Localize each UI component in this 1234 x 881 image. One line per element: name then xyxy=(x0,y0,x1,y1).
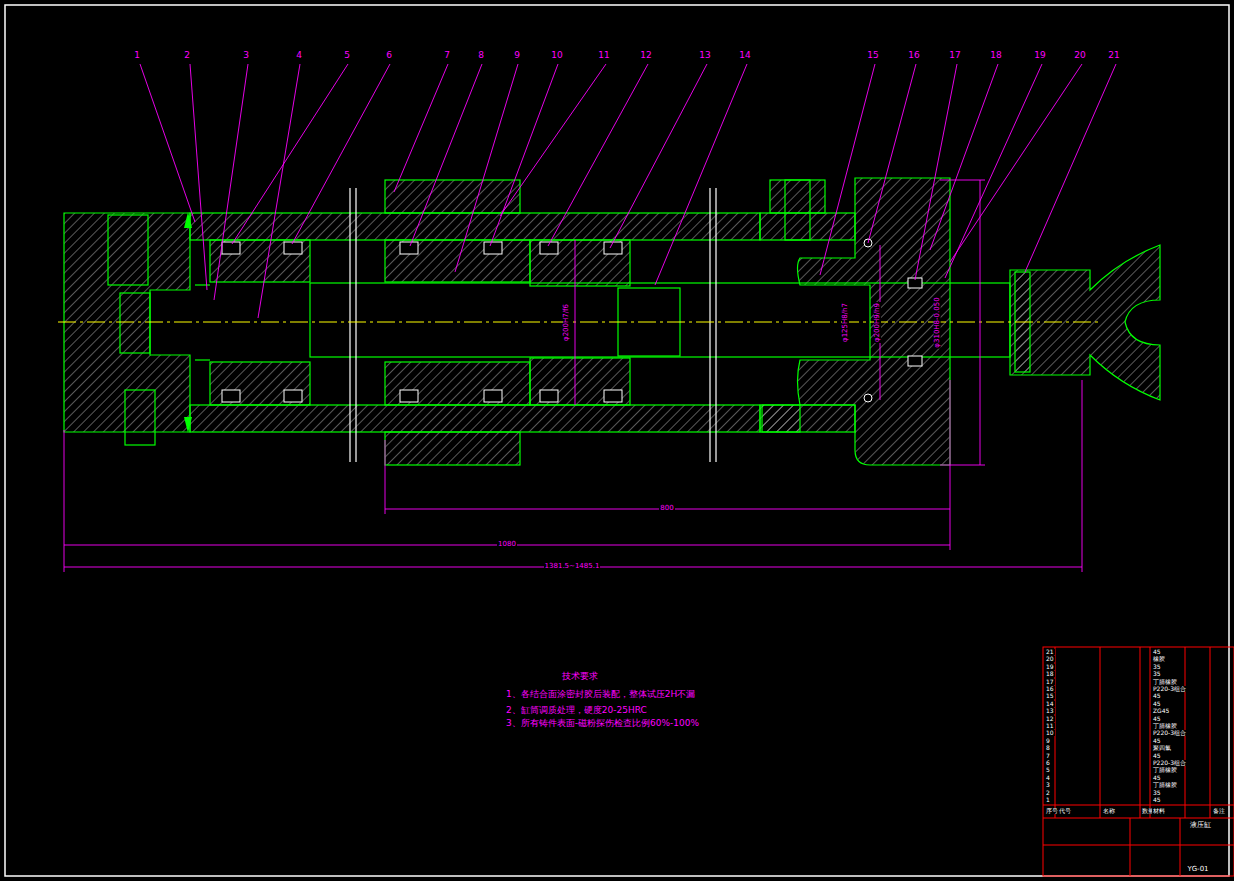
table-cell: 3 xyxy=(1045,782,1051,788)
table-cell: P220-3组合 xyxy=(1152,686,1187,692)
dimension-text: φ200H7/f6 xyxy=(562,303,569,342)
table-cell: 45 xyxy=(1152,753,1162,759)
table-cell: 45 xyxy=(1152,738,1162,744)
table-header: 备注 xyxy=(1212,808,1226,814)
table-cell: 1 xyxy=(1045,797,1051,803)
table-cell: 5 xyxy=(1045,767,1051,773)
table-cell: 18 xyxy=(1045,671,1055,677)
table-cell: P220-3组合 xyxy=(1152,760,1187,766)
callout-number: 16 xyxy=(907,51,920,60)
table-cell: 2 xyxy=(1045,790,1051,796)
title-block-text: YG-01 xyxy=(1186,866,1209,873)
callout-number: 14 xyxy=(738,51,751,60)
callout-number: 12 xyxy=(639,51,652,60)
table-cell: 丁腈橡胶 xyxy=(1152,723,1178,729)
callout-number: 10 xyxy=(550,51,563,60)
dimension-text: φ310H8-0.050 xyxy=(933,296,940,348)
table-cell: 45 xyxy=(1152,693,1162,699)
note-text: 1、各结合面涂密封胶后装配，整体试压2H不漏 xyxy=(505,690,696,699)
table-cell: 8 xyxy=(1045,745,1051,751)
callout-number: 7 xyxy=(443,51,451,60)
table-cell: 丁腈橡胶 xyxy=(1152,782,1178,788)
table-header: 代号 xyxy=(1058,808,1072,814)
callout-number: 13 xyxy=(698,51,711,60)
table-cell: 4 xyxy=(1045,775,1051,781)
callout-number: 19 xyxy=(1033,51,1046,60)
callout-number: 3 xyxy=(242,51,250,60)
callout-number: 2 xyxy=(183,51,191,60)
callout-number: 21 xyxy=(1107,51,1120,60)
table-cell: 12 xyxy=(1045,716,1055,722)
table-cell: 6 xyxy=(1045,760,1051,766)
table-cell: 16 xyxy=(1045,686,1055,692)
table-cell: 20 xyxy=(1045,656,1055,662)
table-cell: 45 xyxy=(1152,701,1162,707)
table-cell: 45 xyxy=(1152,716,1162,722)
callout-number: 6 xyxy=(385,51,393,60)
table-cell: 11 xyxy=(1045,723,1055,729)
table-cell: 35 xyxy=(1152,664,1162,670)
table-cell: 10 xyxy=(1045,730,1055,736)
callout-number: 4 xyxy=(295,51,303,60)
note-text: 技术要求 xyxy=(561,672,599,681)
callout-number: 17 xyxy=(948,51,961,60)
callout-number: 9 xyxy=(513,51,521,60)
table-cell: 17 xyxy=(1045,679,1055,685)
table-cell: 21 xyxy=(1045,649,1055,655)
table-cell: 45 xyxy=(1152,775,1162,781)
table-cell: 14 xyxy=(1045,701,1055,707)
table-cell: 45 xyxy=(1152,797,1162,803)
table-header: 材料 xyxy=(1152,808,1166,814)
table-cell: 橡胶 xyxy=(1152,656,1166,662)
table-cell: 9 xyxy=(1045,738,1051,744)
table-cell: P220-3组合 xyxy=(1152,730,1187,736)
callout-number: 15 xyxy=(866,51,879,60)
title-block-text: 液压缸 xyxy=(1189,822,1212,829)
callout-number: 20 xyxy=(1073,51,1086,60)
table-header: 名称 xyxy=(1102,808,1116,814)
dimension-text: 1381.5~1485.1 xyxy=(544,563,601,570)
table-cell: 35 xyxy=(1152,790,1162,796)
table-header: 序号 xyxy=(1045,808,1059,814)
callout-number: 8 xyxy=(477,51,485,60)
callout-number: 18 xyxy=(989,51,1002,60)
table-cell: 13 xyxy=(1045,708,1055,714)
callout-number: 5 xyxy=(343,51,351,60)
table-cell: 15 xyxy=(1045,693,1055,699)
table-cell: 聚四氟 xyxy=(1152,745,1172,751)
callout-number: 11 xyxy=(597,51,610,60)
dimension-text: φ125H8/h7 xyxy=(841,302,848,343)
table-cell: 35 xyxy=(1152,671,1162,677)
table-cell: 7 xyxy=(1045,753,1051,759)
note-text: 2、缸筒调质处理，硬度20-25HRC xyxy=(505,706,648,715)
note-text: 3、所有铸件表面-磁粉探伤检查比例60%-100% xyxy=(505,719,700,728)
table-cell: 丁腈橡胶 xyxy=(1152,679,1178,685)
dimension-text: 1080 xyxy=(497,541,517,548)
table-cell: 45 xyxy=(1152,649,1162,655)
callout-number: 1 xyxy=(133,51,141,60)
table-cell: ZG45 xyxy=(1152,708,1170,714)
table-cell: 19 xyxy=(1045,664,1055,670)
dimension-text: φ200H9/h9 xyxy=(873,302,880,343)
dimension-text: 800 xyxy=(659,505,674,512)
table-cell: 丁腈橡胶 xyxy=(1152,767,1178,773)
